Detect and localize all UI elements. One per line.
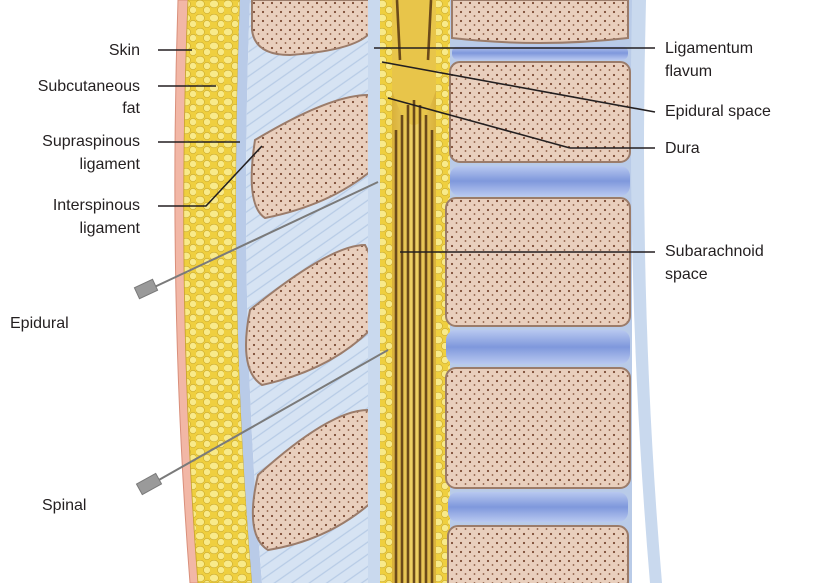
anterior-ligament-edge xyxy=(631,0,662,583)
vertebral-column xyxy=(446,0,632,583)
label-subarachnoid-2: space xyxy=(665,264,708,286)
label-supraspinous-2: ligament xyxy=(10,154,140,176)
label-dura: Dura xyxy=(665,138,700,160)
ligamentum-flavum xyxy=(368,0,382,583)
label-interspinous-1: Interspinous xyxy=(10,195,140,217)
label-spinal: Spinal xyxy=(42,495,86,517)
label-ligamentum-flavum-1: Ligamentum xyxy=(665,38,753,60)
label-subcutaneous-fat-1: Subcutaneous xyxy=(10,76,140,98)
label-skin: Skin xyxy=(60,40,140,62)
label-epidural-space: Epidural space xyxy=(665,101,771,123)
spinal-canal xyxy=(392,0,436,583)
epidural-fat-strip xyxy=(380,0,392,583)
label-supraspinous-1: Supraspinous xyxy=(10,131,140,153)
label-subcutaneous-fat-2: fat xyxy=(60,98,140,120)
label-subarachnoid-1: Subarachnoid xyxy=(665,241,764,263)
label-epidural: Epidural xyxy=(10,313,69,335)
label-interspinous-2: ligament xyxy=(10,218,140,240)
label-ligamentum-flavum-2: flavum xyxy=(665,61,712,83)
